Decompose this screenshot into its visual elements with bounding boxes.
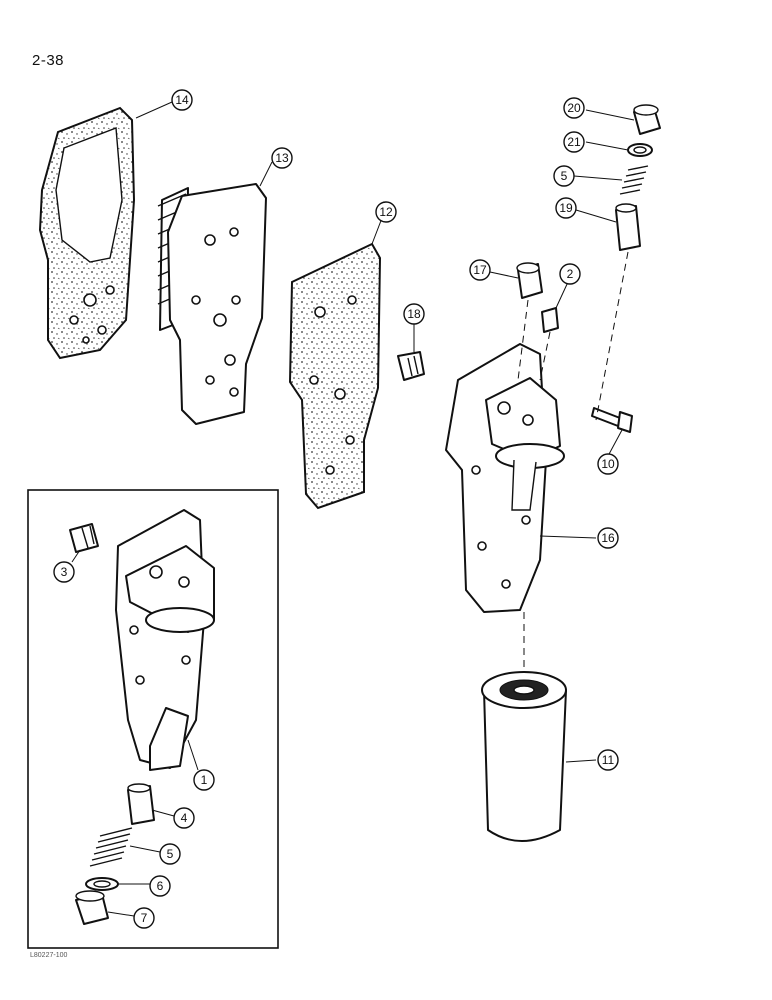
callout-label: 14 — [175, 93, 189, 107]
callout-label: 18 — [407, 307, 421, 321]
callout-label: 4 — [181, 811, 188, 825]
washer-part-21 — [627, 143, 653, 157]
callout-14: 14 — [171, 89, 193, 111]
plug-part-3 — [69, 523, 99, 553]
callout-11: 11 — [597, 749, 619, 771]
page-number: 2-38 — [32, 52, 65, 69]
callout-20: 20 — [563, 97, 585, 119]
callout-label: 12 — [379, 205, 393, 219]
callout-label: 2 — [567, 267, 574, 281]
callout-label: 11 — [602, 753, 615, 767]
callout-label: 1 — [201, 773, 208, 787]
plug-part-20 — [633, 104, 661, 135]
valve-part-19 — [615, 203, 641, 251]
callout-5-upper: 5 — [553, 165, 575, 187]
housing-part-1 — [115, 509, 215, 771]
callout-16: 16 — [597, 527, 619, 549]
inset-frame — [27, 489, 279, 949]
callout-5-lower: 5 — [159, 843, 181, 865]
gasket-part-12 — [288, 242, 382, 510]
callout-label: 17 — [473, 263, 487, 277]
valve-part-4 — [127, 783, 155, 825]
callout-18: 18 — [403, 303, 425, 325]
callout-label: 3 — [61, 565, 68, 579]
assembly-line-valve — [595, 251, 629, 421]
callout-3: 3 — [53, 561, 75, 583]
callout-label: 20 — [567, 101, 581, 115]
callout-label: 21 — [567, 135, 581, 149]
callout-1: 1 — [193, 769, 215, 791]
illustration-reference-code: L80227-100 — [30, 952, 68, 959]
callout-10: 10 — [597, 453, 619, 475]
plug-part-7 — [75, 890, 109, 925]
gasket-part-14 — [38, 106, 136, 360]
filter-head-housing-part-16 — [445, 343, 565, 613]
callout-label: 5 — [167, 847, 174, 861]
bolt-part-10 — [591, 407, 633, 433]
oil-cooler-part-13 — [157, 183, 267, 425]
fitting-part-2 — [541, 307, 559, 333]
callout-13: 13 — [271, 147, 293, 169]
fitting-part-17 — [516, 262, 543, 299]
callout-label: 19 — [559, 201, 573, 215]
callout-12: 12 — [375, 201, 397, 223]
washer-part-6 — [85, 877, 119, 891]
plug-part-18 — [397, 351, 425, 381]
callout-4: 4 — [173, 807, 195, 829]
callout-label: 13 — [275, 151, 289, 165]
spring-part-5-lower — [89, 827, 133, 867]
callout-2: 2 — [559, 263, 581, 285]
callout-19: 19 — [555, 197, 577, 219]
callout-label: 10 — [601, 457, 615, 471]
callout-label: 5 — [561, 169, 568, 183]
oil-filter-part-11 — [481, 671, 567, 842]
callout-21: 21 — [563, 131, 585, 153]
callout-6: 6 — [149, 875, 171, 897]
assembly-line-fitting-2 — [539, 331, 551, 381]
callout-label: 16 — [601, 531, 615, 545]
callout-7: 7 — [133, 907, 155, 929]
spring-part-5-upper — [619, 165, 649, 195]
callout-17: 17 — [469, 259, 491, 281]
assembly-line-fitting-17 — [517, 299, 529, 381]
leader-lines — [71, 101, 635, 917]
callout-label: 7 — [141, 911, 148, 925]
callout-label: 6 — [157, 879, 164, 893]
